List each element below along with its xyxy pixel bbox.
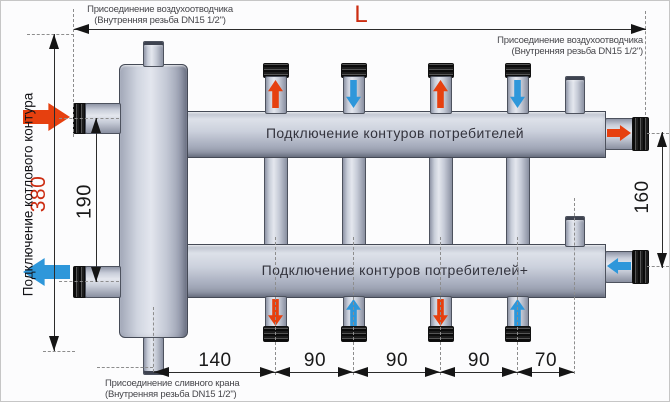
- air-vent-port: [565, 216, 585, 247]
- dim-bottom-140: 140: [198, 350, 232, 371]
- dim-arrow: [657, 132, 667, 147]
- connector-pipe: [342, 155, 366, 247]
- dim-arrow: [559, 367, 574, 377]
- extension-line: [645, 11, 646, 115]
- connector-pipe: [264, 155, 288, 247]
- dim-length-l: L: [354, 1, 368, 28]
- dim-bottom-90c: 90: [467, 350, 491, 371]
- right-return-outlet-thread: [632, 250, 649, 284]
- circuit-port-thread: [341, 326, 367, 342]
- center-line: [59, 118, 119, 119]
- dim-arrow: [49, 34, 59, 49]
- circuit-port-thread: [263, 326, 289, 342]
- dim-arrow: [338, 367, 353, 377]
- center-line: [153, 307, 154, 372]
- dim-arrow: [517, 367, 532, 377]
- dim-arrow: [74, 24, 89, 34]
- drain-label-line2: (Внутренняя резьба DN15 1/2"): [105, 389, 237, 400]
- center-line: [574, 198, 575, 374]
- dim-line-boiler-spacing: [96, 118, 97, 282]
- dim-arrow: [353, 367, 368, 377]
- outlet-return-arrow-icon: [607, 258, 631, 274]
- dim-arrow: [91, 118, 101, 133]
- center-line: [353, 237, 354, 375]
- air-vent-label-line2: (Внутренняя резьба DN15 1/2"): [511, 46, 643, 57]
- drain-label-line1: Присоединение сливного крана: [105, 378, 240, 389]
- dim-arrow: [49, 336, 59, 351]
- air-vent-label-top-right: Присоединение воздухоотводчика (Внутренн…: [495, 35, 643, 57]
- circuit-port-thread: [428, 326, 454, 342]
- extension-line: [73, 9, 74, 137]
- dim-arrow: [502, 367, 517, 377]
- lower-manifold-label: Подключение контуров потребителей+: [261, 261, 529, 278]
- dim-arrow: [657, 253, 667, 268]
- center-line: [275, 237, 276, 375]
- dim-line-length: [74, 29, 646, 30]
- upper-manifold-label: Подключение контуров потребителей: [265, 125, 525, 141]
- upper-manifold-beam: Подключение контуров потребителей: [184, 111, 606, 158]
- dim-bottom-90a: 90: [303, 350, 327, 371]
- dim-arrow: [275, 367, 290, 377]
- hydraulic-separator-body: [119, 64, 188, 338]
- center-line: [59, 281, 119, 282]
- extension-line: [97, 367, 153, 368]
- center-line: [440, 237, 441, 375]
- dim-arrow: [425, 367, 440, 377]
- dim-line-right-spacing: [662, 132, 663, 268]
- lower-manifold-beam: Подключение контуров потребителей+: [184, 244, 606, 298]
- outlet-supply-arrow-icon: [607, 125, 631, 141]
- center-line: [517, 237, 518, 375]
- air-vent-label-line2: (Внутренняя резьба DN15 1/2"): [94, 15, 226, 26]
- dim-arrow: [631, 24, 646, 34]
- dim-spacing-190: 190: [73, 184, 96, 219]
- dim-spacing-160: 160: [632, 180, 653, 214]
- air-vent-label-top-left: Присоединение воздухоотводчика (Внутренн…: [84, 4, 236, 26]
- right-supply-outlet-thread: [632, 117, 649, 151]
- extension-line: [43, 351, 75, 352]
- connector-pipe: [506, 155, 530, 247]
- dim-bottom-70: 70: [534, 350, 558, 371]
- dim-arrow: [440, 367, 455, 377]
- dim-arrow: [91, 267, 101, 282]
- dim-arrow: [154, 367, 169, 377]
- dim-line-height: [54, 34, 55, 351]
- circuit-port-thread: [505, 326, 531, 342]
- air-vent-label-line1: Присоединение воздухоотводчика: [497, 35, 643, 46]
- dim-bottom-90b: 90: [385, 350, 409, 371]
- dim-arrow: [260, 367, 275, 377]
- air-vent-label-line1: Присоединение воздухоотводчика: [87, 4, 233, 15]
- air-vent-port: [143, 41, 164, 67]
- drain-label: Присоединение сливного крана (Внутренняя…: [105, 378, 275, 400]
- boiler-circuit-label: Подключение котлового контура: [20, 92, 36, 297]
- air-vent-port: [565, 76, 585, 114]
- connector-pipe: [429, 155, 453, 247]
